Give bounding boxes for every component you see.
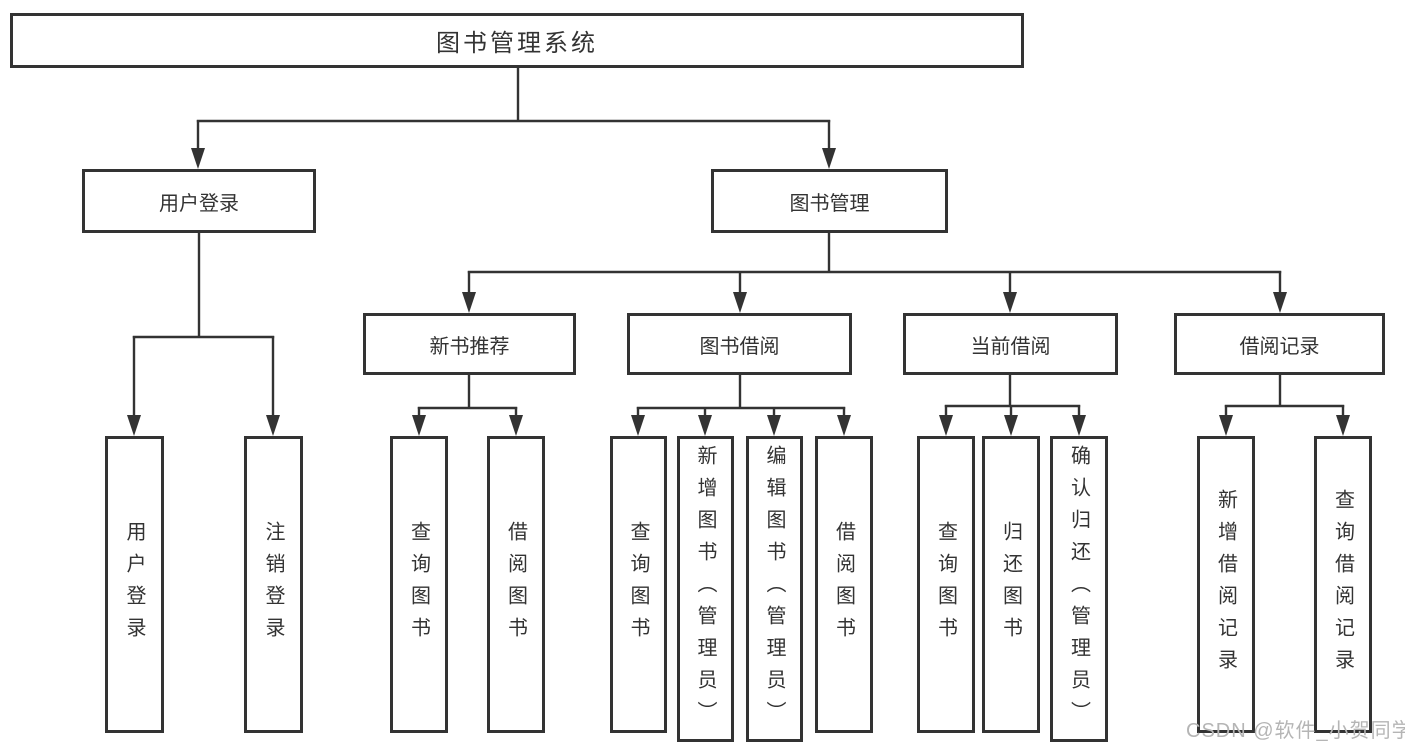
node-user-login: 用户登录 — [82, 169, 316, 233]
watermark: CSDN @软件_小贺同学 — [1186, 720, 1405, 742]
leaf-add-borrow-record: 新增借阅记录 — [1197, 436, 1255, 733]
leaf-logout-login: 注销登录 — [244, 436, 303, 733]
leaf-return-books: 归还图书 — [982, 436, 1040, 733]
leaf-edit-books-admin: 编辑图书（管理员） — [746, 436, 803, 742]
node-new-book-recommend: 新书推荐 — [363, 313, 576, 375]
leaf-query-books-1: 查询图书 — [390, 436, 448, 733]
node-book-borrowing: 图书借阅 — [627, 313, 852, 375]
node-borrowing-records: 借阅记录 — [1174, 313, 1385, 375]
node-root: 图书管理系统 — [10, 13, 1024, 68]
leaf-borrow-books-2: 借阅图书 — [815, 436, 873, 733]
leaf-user-login: 用户登录 — [105, 436, 164, 733]
node-current-borrowing: 当前借阅 — [903, 313, 1118, 375]
arrowhead-icons — [127, 148, 1350, 436]
node-book-management: 图书管理 — [711, 169, 948, 233]
leaf-query-books-2: 查询图书 — [610, 436, 667, 733]
leaf-add-books-admin: 新增图书（管理员） — [677, 436, 734, 742]
leaf-borrow-books-1: 借阅图书 — [487, 436, 545, 733]
leaf-confirm-return-admin: 确认归还（管理员） — [1050, 436, 1108, 742]
leaf-query-books-3: 查询图书 — [917, 436, 975, 733]
leaf-query-borrow-record: 查询借阅记录 — [1314, 436, 1372, 733]
